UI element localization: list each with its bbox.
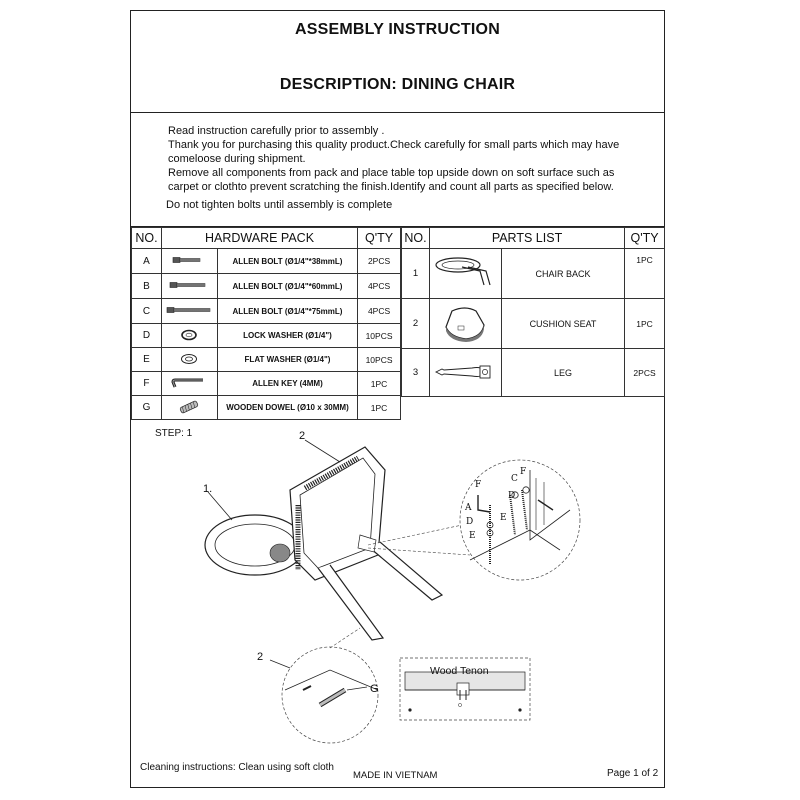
intro-line: carpet or clothto prevent scratching the… [168,181,614,193]
flat-washer-icon [160,347,218,372]
intro-line: comeloose during shipment. [168,153,306,165]
label-chair-back: 1. [203,483,213,495]
part-name: LEG [500,348,626,397]
header-divider [130,112,665,113]
parts-list-header: PARTS LIST [428,227,626,249]
parts-no-header: NO. [401,227,430,249]
hardware-no: G [131,395,162,420]
wood-tenon-drawing [399,657,531,721]
hardware-desc: WOODEN DOWEL (Ø10 x 30MM) [216,395,359,420]
intro-line: Remove all components from pack and plac… [168,167,615,179]
label-e: E [469,531,476,541]
table-row: 2 CUSHION SEAT 1PC [401,298,665,349]
parts-header-row: NO. PARTS LIST Q'TY [401,227,665,249]
label-seat-top: 2 [299,430,306,442]
cushion-seat-icon [428,298,502,349]
label-f-right: F [520,467,527,477]
part-qty: 1PC [624,248,665,299]
label-c: C [511,474,518,484]
label-seat-bottom: 2 [257,651,264,663]
part-name: CUSHION SEAT [500,298,626,349]
table-row: E FLAT WASHER (Ø1/4") 10PCS [131,347,401,372]
description-title: DESCRIPTION: DINING CHAIR [279,76,516,93]
label-dowel: G [370,683,379,695]
step-label: STEP: 1 [155,428,193,439]
label-f: F [475,480,482,490]
hardware-qty: 10PCS [357,323,401,348]
hardware-no: B [131,273,162,299]
hardware-qty: 2PCS [357,248,401,274]
hardware-qty: 4PCS [357,298,401,324]
table-row: F ALLEN KEY (4MM) 1PC [131,371,401,396]
allen-key-icon [160,371,218,396]
hardware-table: NO. HARDWARE PACK Q'TY A ALLEN BOLT (Ø1/… [131,227,401,420]
hardware-header-row: NO. HARDWARE PACK Q'TY [131,227,401,249]
chair-back-drawing [204,491,306,576]
hardware-qty: 1PC [357,371,401,396]
hardware-desc: FLAT WASHER (Ø1/4") [216,347,359,372]
parts-table: NO. PARTS LIST Q'TY 1 CHAIR BACK 1PC 2 C… [401,227,665,397]
cleaning-instructions: Cleaning instructions: Clean using soft … [140,762,334,773]
tighten-note: Do not tighten bolts until assembly is c… [166,199,393,211]
label-wood-tenon: Wood Tenon [430,665,489,677]
label-e-right: E [500,513,507,523]
label-d-right: D [508,491,516,501]
instruction-sheet [130,10,665,788]
page-number: Page 1 of 2 [607,768,659,779]
table-row: D LOCK WASHER (Ø1/4") 10PCS [131,323,401,348]
label-d: D [466,517,474,527]
dowel-detail-drawing [269,627,379,744]
part-qty: 2PCS [624,348,665,397]
page-title: ASSEMBLY INSTRUCTION [295,21,500,38]
part-no: 3 [401,348,430,397]
bolt-detail-drawing [459,459,581,581]
chair-back-icon [428,248,502,299]
intro-line: Read instruction carefully prior to asse… [168,125,385,137]
hardware-qty-header: Q'TY [357,227,401,249]
hardware-qty: 1PC [357,395,401,420]
seat-frame-drawing [289,439,444,641]
hardware-qty: 10PCS [357,347,401,372]
table-row: G WOODEN DOWEL (Ø10 x 30MM) 1PC [131,395,401,420]
table-row: 3 LEG 2PCS [401,348,665,397]
made-in-label: MADE IN VIETNAM [353,770,438,781]
intro-line: Thank you for purchasing this quality pr… [168,139,620,151]
intro-divider [130,226,665,227]
label-a: A [465,503,472,513]
hardware-pack-header: HARDWARE PACK [160,227,359,249]
hardware-desc: ALLEN BOLT (Ø1/4"*38mmL) [216,248,359,274]
hardware-qty: 4PCS [357,273,401,299]
table-row: 1 CHAIR BACK 1PC [401,248,665,299]
hardware-desc: ALLEN KEY (4MM) [216,371,359,396]
part-name: CHAIR BACK [500,248,626,299]
intro-text: Read instruction carefully prior to asse… [166,124,648,212]
leg-icon [428,348,502,397]
table-row: A ALLEN BOLT (Ø1/4"*38mmL) 2PCS [131,248,401,274]
